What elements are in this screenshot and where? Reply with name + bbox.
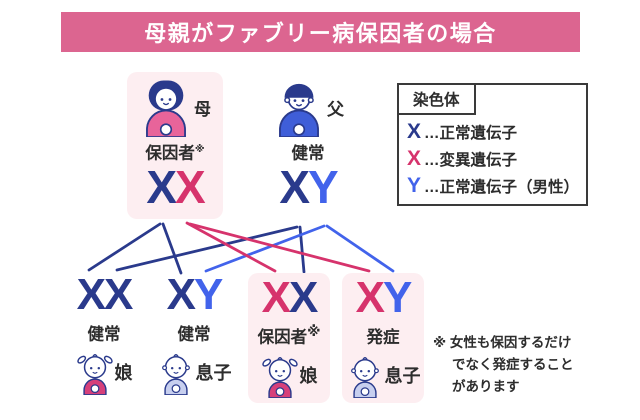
line-mother-normal-x-to-daughter1: [87, 222, 162, 272]
child2-column: XY 健常 息子: [146, 272, 242, 395]
child3-name: 娘: [299, 365, 318, 386]
child4-status: 発症: [342, 322, 424, 348]
line-father-y-to-son2: [325, 224, 395, 273]
child3-genotype: XX: [248, 276, 330, 320]
child3-status-note: ※: [307, 324, 321, 339]
child1-allele-2: X: [104, 270, 133, 319]
father-column: 父 健常 XY: [260, 72, 356, 219]
son-icon: [350, 356, 379, 398]
legend-item-mutant-gene: X…変異遺伝子: [407, 145, 586, 172]
legend-title: 染色体: [397, 83, 476, 115]
line-mother-mutant-x-to-daughter2: [185, 221, 277, 273]
child4-allele-1: X: [355, 273, 385, 322]
mother-allele-1: X: [146, 160, 177, 213]
legend-item-normal-gene: X…正常遺伝子: [407, 118, 586, 145]
father-icon: [279, 83, 319, 137]
mother-status-text: 保因者: [145, 144, 195, 163]
child3-status: 保因者※: [248, 322, 330, 348]
child4-allele-2: Y: [383, 273, 412, 322]
footnote-line2: でなく発症すること: [452, 357, 574, 372]
father-genotype: XY: [260, 164, 356, 210]
father-label: 父: [327, 99, 344, 119]
daughter-icon: [76, 353, 113, 395]
line-father-y-to-son1: [204, 224, 326, 273]
legend-item-male-gene: Y…正常遺伝子（男性）: [407, 172, 586, 199]
child2-genotype: XY: [146, 273, 242, 317]
legend-symbol-normal-x: X: [407, 119, 422, 143]
child3-allele-2: X: [289, 273, 318, 322]
father-status-text: 健常: [291, 144, 325, 163]
child3-allele-1: X: [261, 273, 291, 322]
line-mother-normal-x-to-son1: [161, 222, 183, 275]
mother-genotype: XX: [127, 164, 223, 210]
page-title: 母親がファブリー病保因者の場合: [144, 21, 497, 46]
child4-card: XY 発症 息子: [342, 273, 424, 403]
mother-status: 保因者※: [127, 140, 223, 164]
child1-name: 娘: [114, 362, 133, 383]
child2-name: 息子: [195, 362, 232, 383]
line-father-x-to-daughter2: [298, 225, 306, 274]
legend-label-normal-x: …正常遺伝子: [424, 124, 518, 142]
father-status: 健常: [260, 140, 356, 164]
mother-icon: [146, 80, 186, 137]
child4-genotype: XY: [342, 276, 424, 320]
child3-card: XX 保因者※ 娘: [248, 273, 330, 403]
child4-name: 息子: [384, 365, 421, 386]
child1-column: XX 健常 娘: [56, 272, 152, 395]
legend-label-mutant-x: …変異遺伝子: [424, 151, 518, 169]
daughter-icon: [261, 356, 298, 398]
child1-genotype: XX: [56, 273, 152, 317]
child2-status: 健常: [146, 319, 242, 345]
father-allele-2: Y: [308, 160, 339, 213]
footnote: ※ 女性も保因するだけ でなく発症すること があります: [433, 332, 608, 398]
son-icon: [161, 353, 190, 395]
child4-status-text: 発症: [366, 328, 400, 347]
line-father-x-to-daughter1: [115, 225, 299, 272]
child2-allele-1: X: [166, 270, 196, 319]
mother-card: 母 保因者※ XX: [127, 72, 223, 219]
title-banner: 母親がファブリー病保因者の場合: [61, 12, 580, 52]
father-allele-1: X: [279, 160, 310, 213]
child1-status: 健常: [56, 319, 152, 345]
legend-symbol-mutant-x: X: [407, 146, 422, 170]
legend-box: 染色体 X…正常遺伝子 X…変異遺伝子 Y…正常遺伝子（男性）: [397, 83, 588, 206]
legend-symbol-y: Y: [407, 173, 422, 197]
child3-status-text: 保因者: [257, 328, 308, 347]
line-mother-mutant-x-to-son2: [188, 222, 371, 273]
child2-allele-2: Y: [194, 270, 223, 319]
child2-status-text: 健常: [177, 325, 211, 344]
child1-allele-1: X: [76, 270, 106, 319]
mother-allele-2: X: [175, 160, 206, 213]
mother-label: 母: [194, 99, 211, 119]
footnote-line3: があります: [452, 379, 520, 394]
legend-label-y: …正常遺伝子（男性）: [424, 178, 580, 196]
mother-status-note: ※: [194, 144, 205, 155]
footnote-line1: ※ 女性も保因するだけ: [433, 335, 572, 350]
child1-status-text: 健常: [87, 325, 121, 344]
